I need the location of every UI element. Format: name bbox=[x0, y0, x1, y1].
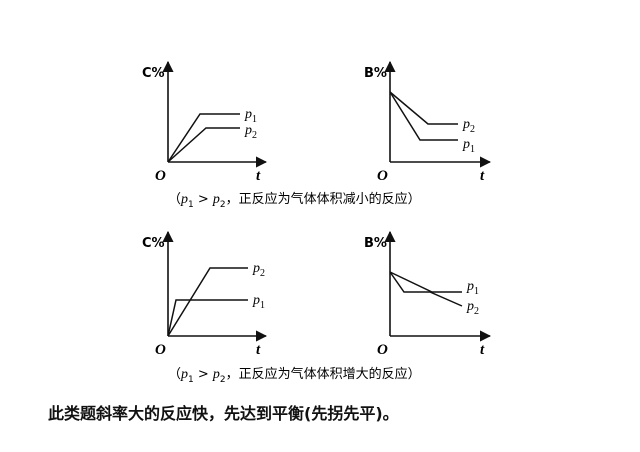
series-label: p1 bbox=[244, 107, 257, 125]
curve-p1 bbox=[389, 91, 458, 141]
panel-top-left: C% O t p1 p2 bbox=[142, 60, 268, 184]
curve-p2 bbox=[389, 91, 458, 125]
curve-p2 bbox=[167, 267, 248, 337]
series-label: p2 bbox=[466, 299, 479, 317]
series-label: p1 bbox=[462, 137, 475, 155]
panel-bottom-right: B% O t p1 p2 bbox=[364, 230, 492, 358]
y-axis-label: B% bbox=[364, 236, 387, 251]
series-label: p2 bbox=[244, 123, 257, 141]
series-label: p1 bbox=[466, 279, 479, 297]
x-axis-label: t bbox=[480, 168, 485, 184]
caption-top: （p1 > p2，正反应为气体体积减小的反应） bbox=[168, 191, 421, 210]
curve-p1 bbox=[389, 271, 462, 293]
series-label: p1 bbox=[252, 293, 265, 311]
curve-p1 bbox=[167, 299, 248, 337]
origin-label: O bbox=[377, 342, 388, 358]
curve-p2 bbox=[389, 271, 463, 307]
caption-bottom: （p1 > p2，正反应为气体体积增大的反应） bbox=[168, 366, 421, 385]
origin-label: O bbox=[155, 342, 166, 358]
origin-label: O bbox=[155, 168, 166, 184]
series-label: p2 bbox=[462, 117, 475, 135]
panel-top-right: B% O t p2 p1 bbox=[364, 60, 492, 184]
x-axis-label: t bbox=[256, 168, 261, 184]
y-axis-label: B% bbox=[364, 66, 387, 81]
y-axis-label: C% bbox=[142, 66, 165, 81]
conclusion-text: 此类题斜率大的反应快，先达到平衡(先拐先平)。 bbox=[48, 404, 399, 423]
panel-bottom-left: C% O t p2 p1 bbox=[142, 230, 268, 358]
x-axis-label: t bbox=[480, 342, 485, 358]
origin-label: O bbox=[377, 168, 388, 184]
curve-p2 bbox=[167, 127, 240, 163]
y-axis-label: C% bbox=[142, 236, 165, 251]
x-axis-label: t bbox=[256, 342, 261, 358]
series-label: p2 bbox=[252, 261, 265, 279]
curve-p1 bbox=[167, 113, 240, 163]
